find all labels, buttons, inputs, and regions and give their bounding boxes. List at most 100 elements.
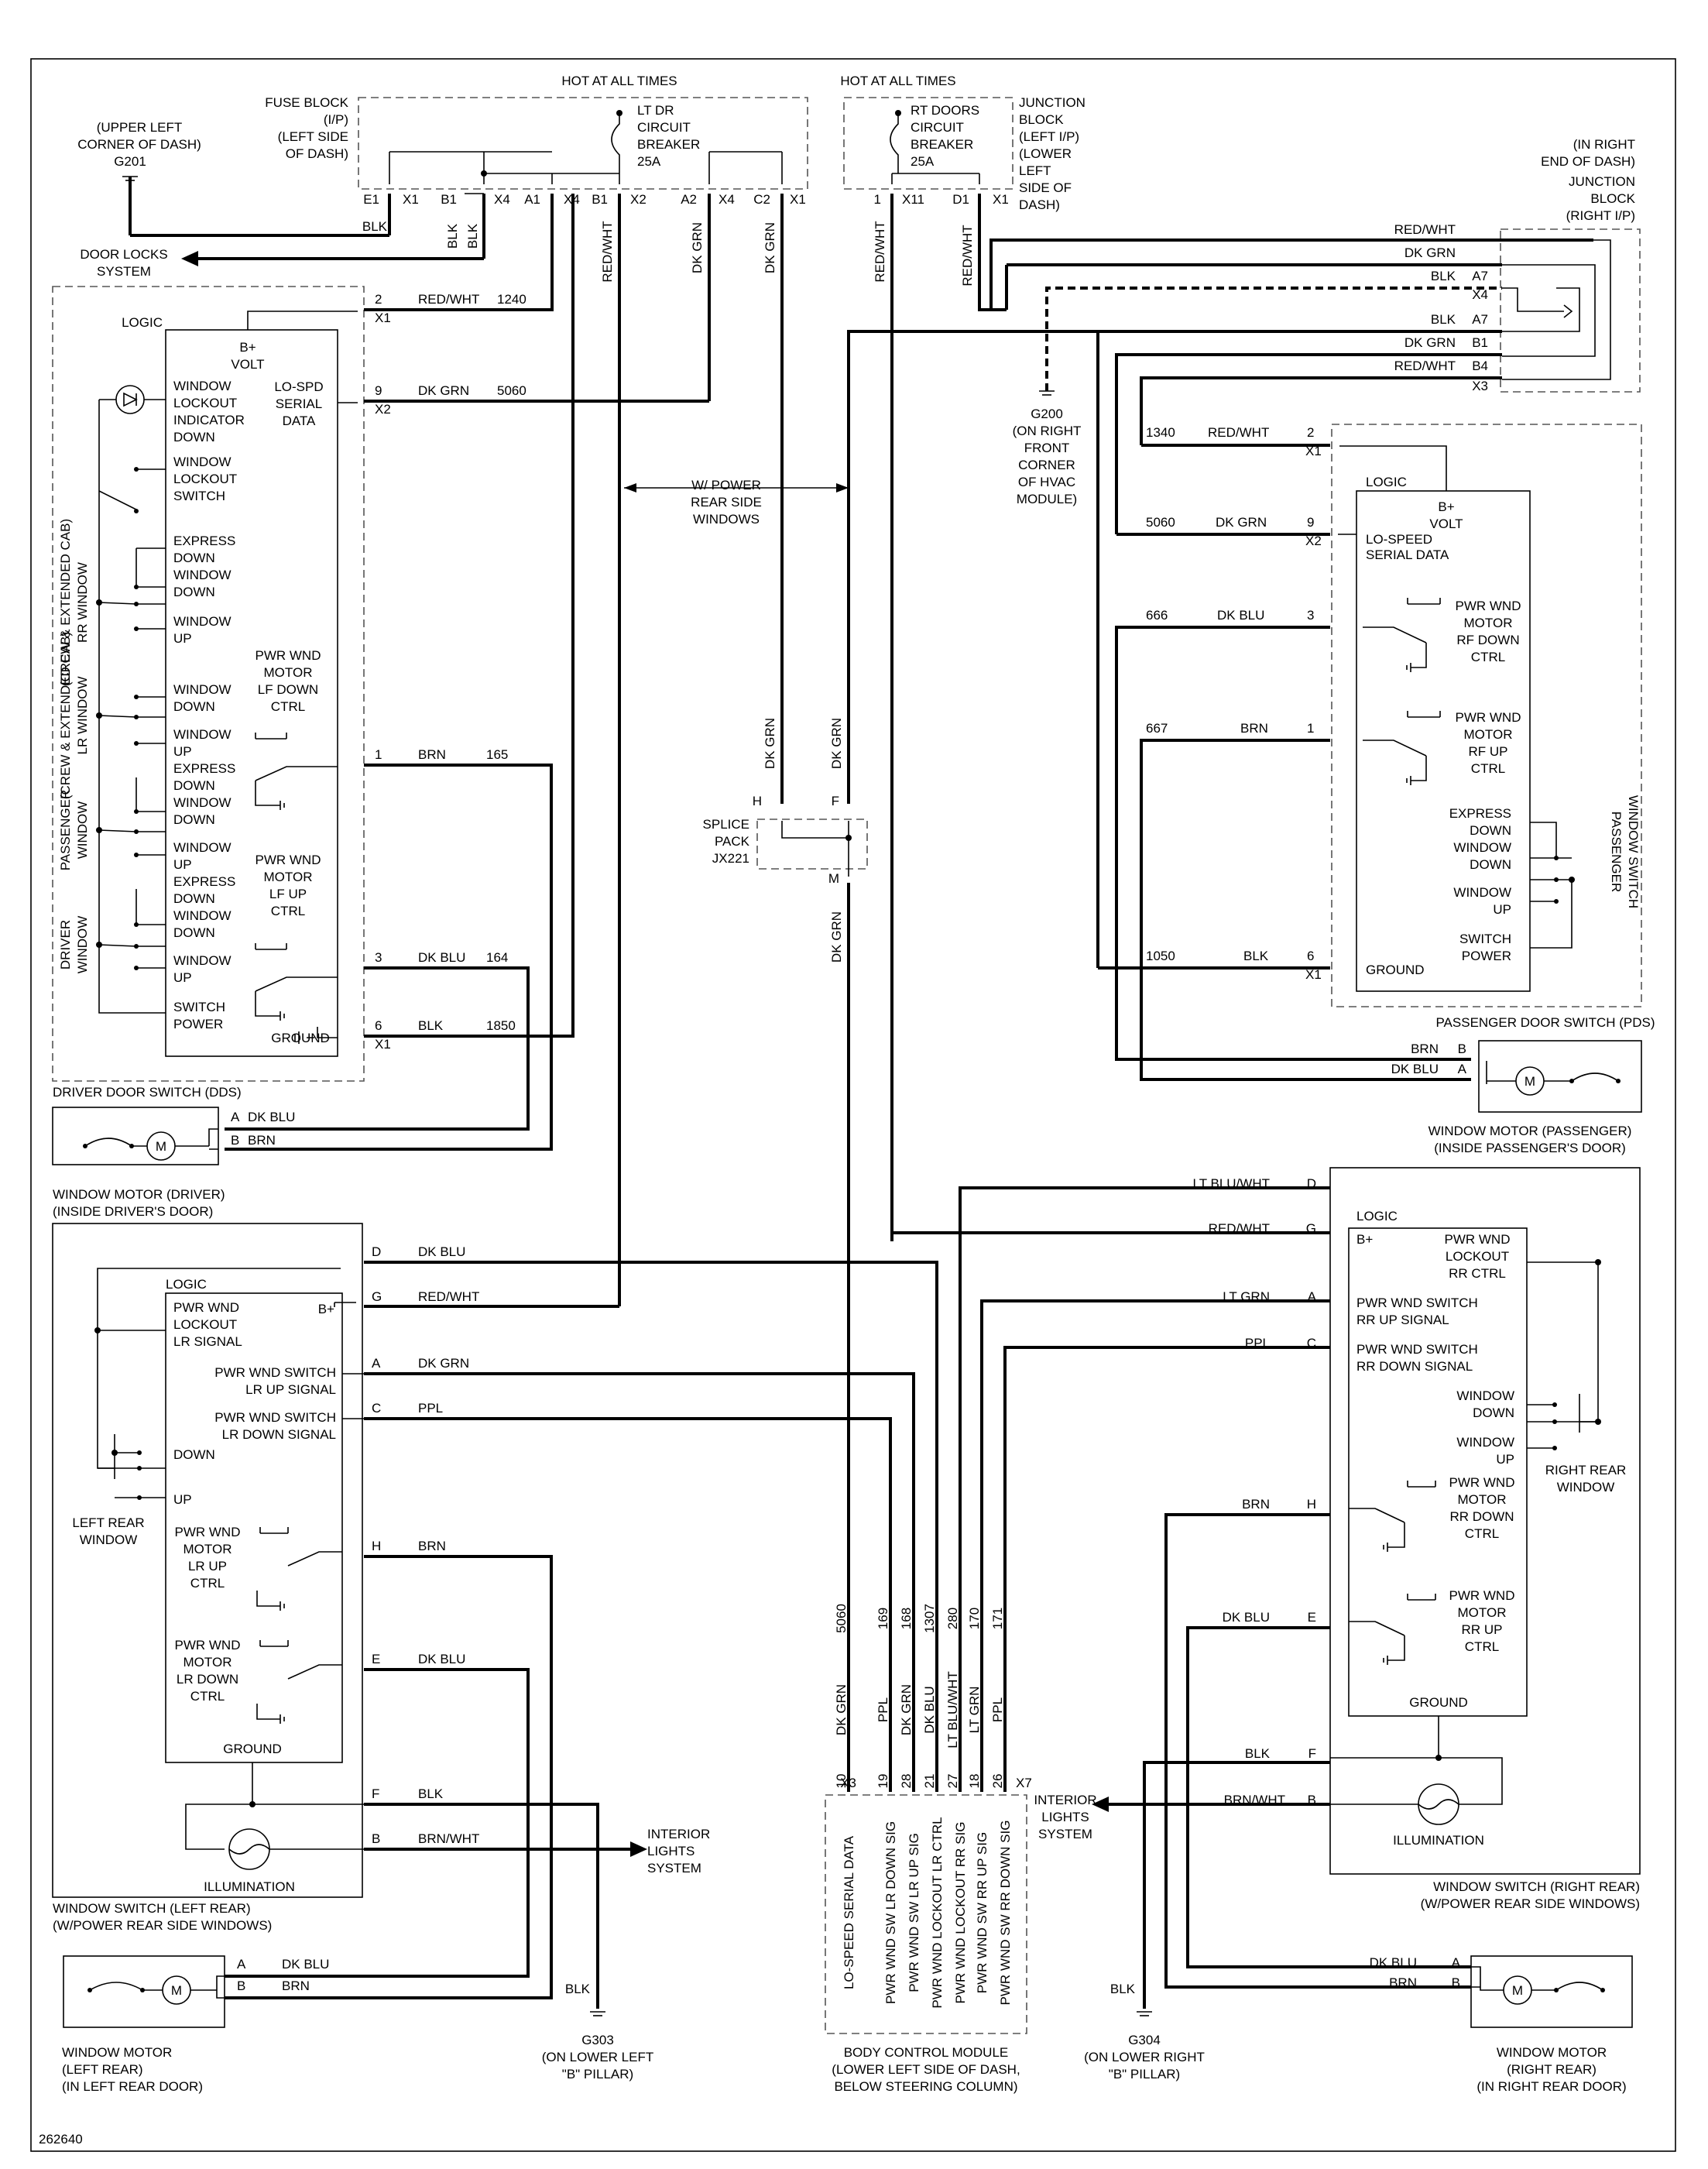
svg-text:B: B <box>1452 1975 1460 1990</box>
svg-text:X4: X4 <box>494 192 510 207</box>
svg-text:(UPPER LEFT: (UPPER LEFT <box>97 120 183 135</box>
svg-text:DK BLU: DK BLU <box>248 1110 295 1124</box>
svg-text:LR UP: LR UP <box>188 1559 227 1574</box>
svg-text:DK BLU: DK BLU <box>1223 1610 1270 1625</box>
svg-text:CTRL: CTRL <box>1465 1639 1499 1654</box>
ground-g201: (UPPER LEFT CORNER OF DASH) G201 BLK <box>77 120 391 237</box>
svg-text:WINDOW MOTOR: WINDOW MOTOR <box>1497 2045 1607 2060</box>
svg-text:BLOCK: BLOCK <box>1590 191 1635 206</box>
svg-text:RED/WHT: RED/WHT <box>1208 425 1269 440</box>
svg-text:LEFT: LEFT <box>1019 163 1051 178</box>
svg-text:164: 164 <box>486 950 508 965</box>
fuse-block: HOT AT ALL TIMES FUSE BLOCK (I/P) (LEFT … <box>265 74 808 207</box>
svg-text:BLK: BLK <box>362 219 388 234</box>
svg-text:WINDOW: WINDOW <box>173 379 232 393</box>
svg-text:RED/WHT: RED/WHT <box>960 225 975 286</box>
svg-text:RED/WHT: RED/WHT <box>418 1289 479 1304</box>
svg-text:LT BLU/WHT: LT BLU/WHT <box>1193 1176 1271 1191</box>
svg-text:G304: G304 <box>1128 2033 1161 2047</box>
svg-text:LR UP SIGNAL: LR UP SIGNAL <box>245 1382 336 1397</box>
svg-text:B+: B+ <box>1438 499 1454 514</box>
svg-text:WINDOW SWITCH: WINDOW SWITCH <box>1626 795 1641 908</box>
svg-text:OF HVAC: OF HVAC <box>1018 475 1075 489</box>
svg-text:2: 2 <box>1307 425 1314 440</box>
svg-text:PWR WND: PWR WND <box>1456 710 1521 725</box>
interior-lights-left: INTERIOR LIGHTS SYSTEM <box>364 1827 710 1876</box>
svg-text:DOWN: DOWN <box>173 699 215 714</box>
pds-title: PASSENGER DOOR SWITCH (PDS) <box>1435 1015 1655 1030</box>
svg-text:UP: UP <box>173 744 192 759</box>
bcm-signal-10: LO-SPEED SERIAL DATA <box>842 1835 856 1989</box>
svg-text:RIGHT REAR: RIGHT REAR <box>1545 1463 1627 1477</box>
bcm-color-21: DK BLU <box>922 1686 937 1733</box>
svg-text:A: A <box>231 1110 240 1124</box>
bcm-pin-21: 21 <box>922 1774 937 1789</box>
svg-text:DK GRN: DK GRN <box>1404 335 1456 350</box>
svg-text:WINDOW: WINDOW <box>173 953 232 968</box>
bcm-pin-10: 10 <box>834 1774 849 1789</box>
ground-g303: BLK G303 (ON LOWER LEFT "B" PILLAR) <box>542 1982 654 2081</box>
svg-text:WINDOW: WINDOW <box>1453 840 1511 855</box>
svg-text:B+: B+ <box>1356 1232 1373 1247</box>
svg-text:2: 2 <box>375 292 382 307</box>
svg-text:RR DOWN SIGNAL: RR DOWN SIGNAL <box>1356 1359 1473 1374</box>
svg-text:(IN RIGHT: (IN RIGHT <box>1573 137 1635 152</box>
svg-text:WINDOW SWITCH (RIGHT REAR): WINDOW SWITCH (RIGHT REAR) <box>1433 1879 1640 1894</box>
svg-text:DOWN: DOWN <box>173 1447 215 1462</box>
svg-text:BREAKER: BREAKER <box>637 137 700 152</box>
svg-text:VOLT: VOLT <box>1429 517 1463 531</box>
svg-text:B4: B4 <box>1472 359 1488 373</box>
bcm-circuit-27: 280 <box>945 1608 960 1629</box>
svg-text:WINDOW: WINDOW <box>173 568 232 582</box>
svg-text:PWR WND SWITCH: PWR WND SWITCH <box>214 1365 336 1380</box>
svg-text:SERIAL DATA: SERIAL DATA <box>1366 547 1449 562</box>
svg-text:LO-SPD: LO-SPD <box>274 379 323 394</box>
svg-text:DRIVER: DRIVER <box>58 920 73 970</box>
bcm-color-19: PPL <box>876 1697 890 1722</box>
svg-text:PACK: PACK <box>715 834 750 849</box>
svg-text:SIDE OF: SIDE OF <box>1019 180 1072 195</box>
svg-text:1340: 1340 <box>1146 425 1175 440</box>
svg-text:BRN: BRN <box>248 1133 276 1148</box>
svg-text:WINDOW: WINDOW <box>173 682 232 697</box>
driver-door-switch: LOGIC B+ VOLT LO-SPD SERIAL DATA WINDOW … <box>52 286 526 1100</box>
svg-text:CORNER OF DASH): CORNER OF DASH) <box>77 137 201 152</box>
svg-text:DK GRN: DK GRN <box>829 911 844 963</box>
svg-text:PWR WND: PWR WND <box>1456 599 1521 613</box>
svg-text:RED/WHT: RED/WHT <box>1394 222 1456 237</box>
svg-text:UP: UP <box>1496 1452 1514 1467</box>
svg-text:F: F <box>832 794 839 808</box>
svg-text:POWER: POWER <box>1462 949 1511 963</box>
svg-text:5060: 5060 <box>1146 515 1175 530</box>
svg-text:B+: B+ <box>239 340 256 355</box>
svg-text:RED/WHT: RED/WHT <box>1209 1221 1270 1236</box>
svg-text:SERIAL: SERIAL <box>276 396 322 411</box>
svg-text:BRN: BRN <box>1242 1497 1270 1512</box>
svg-text:CIRCUIT: CIRCUIT <box>637 120 691 135</box>
svg-text:A: A <box>1452 1955 1461 1970</box>
motor-m-icon: M <box>156 1139 166 1154</box>
bcm-signal-21: PWR WND LOCKOUT LR CTRL <box>930 1817 945 2008</box>
svg-text:PWR WND: PWR WND <box>1449 1475 1515 1490</box>
svg-text:DK GRN: DK GRN <box>418 383 469 398</box>
svg-text:1: 1 <box>874 192 881 207</box>
svg-text:3: 3 <box>375 950 382 965</box>
svg-text:CTRL: CTRL <box>190 1576 225 1591</box>
svg-text:FUSE BLOCK: FUSE BLOCK <box>265 95 348 110</box>
bcm-color-18: LT GRN <box>967 1687 982 1734</box>
svg-text:X4: X4 <box>719 192 735 207</box>
svg-text:G201: G201 <box>114 154 146 169</box>
svg-text:LOGIC: LOGIC <box>122 315 163 330</box>
svg-text:RR WINDOW: RR WINDOW <box>75 562 90 643</box>
bcm-circuit-18: 170 <box>967 1608 982 1629</box>
svg-text:25A: 25A <box>911 154 935 169</box>
svg-text:SYSTEM: SYSTEM <box>97 264 151 279</box>
svg-text:END OF DASH): END OF DASH) <box>1541 154 1635 169</box>
window-switch-right-rear: LOGIC B+ PWR WND LOCKOUT RR CTRL PWR WND… <box>1193 1167 1641 1911</box>
svg-text:(INSIDE DRIVER'S DOOR): (INSIDE DRIVER'S DOOR) <box>53 1204 213 1219</box>
svg-text:RT DOORS: RT DOORS <box>911 103 979 118</box>
svg-text:C2: C2 <box>753 192 770 207</box>
diagram-id: 262640 <box>39 2132 83 2147</box>
svg-text:LOGIC: LOGIC <box>1356 1209 1398 1223</box>
